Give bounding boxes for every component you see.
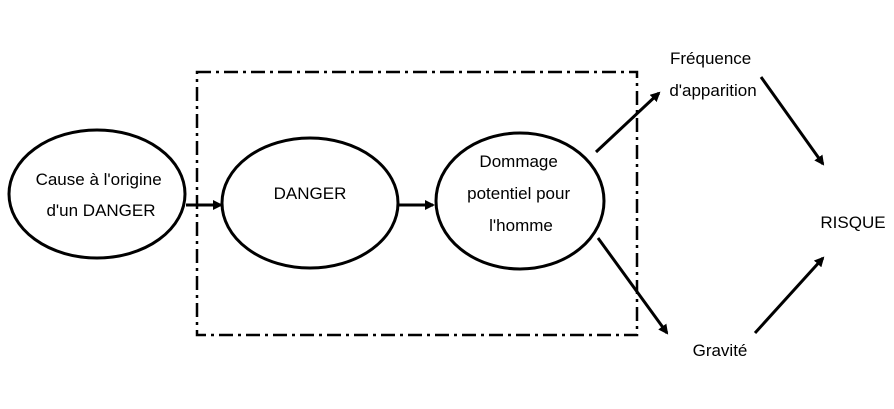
dommage-node: Dommage potentiel pour l'homme [434, 131, 606, 271]
dommage-label-line-2: potentiel pour [467, 184, 570, 203]
risque-label-line-1: RISQUE [820, 213, 885, 232]
cause-ellipse [7, 128, 187, 260]
cause-label-line-2: d'un DANGER [46, 201, 155, 220]
frequence-label-line-2: d'apparition [669, 81, 756, 100]
danger-ellipse [220, 136, 400, 270]
arrow-frequence-to-risque [759, 76, 825, 166]
frequence-label: Fréquence d'apparition [669, 49, 756, 100]
dommage-label-line-1: Dommage [479, 152, 557, 171]
cause-node: Cause à l'origine d'un DANGER [7, 128, 187, 260]
gravite-label-line-1: Gravité [693, 341, 748, 360]
svg-text:Cause à l'origine d'un D: Cause à l'origine d'un DANGER [36, 170, 167, 220]
arrow-dommage-to-frequence [594, 91, 661, 154]
svg-text:DANGER: DANGER [274, 184, 347, 203]
frequence-label-line-1: Fréquence [670, 49, 751, 68]
dommage-label-line-3: l'homme [489, 216, 553, 235]
danger-node: DANGER [220, 136, 400, 270]
arrow-gravite-to-risque [753, 256, 825, 335]
gravite-label: Gravité [693, 341, 748, 360]
risque-label: RISQUE [820, 213, 885, 232]
svg-text:Dommage potentiel pour: Dommage potentiel pour l'homme [467, 152, 575, 235]
cause-label-line-1: Cause à l'origine [36, 170, 162, 189]
danger-label: DANGER [274, 184, 347, 203]
arrow-dommage-to-gravite [596, 237, 669, 335]
dommage-ellipse [434, 131, 606, 271]
